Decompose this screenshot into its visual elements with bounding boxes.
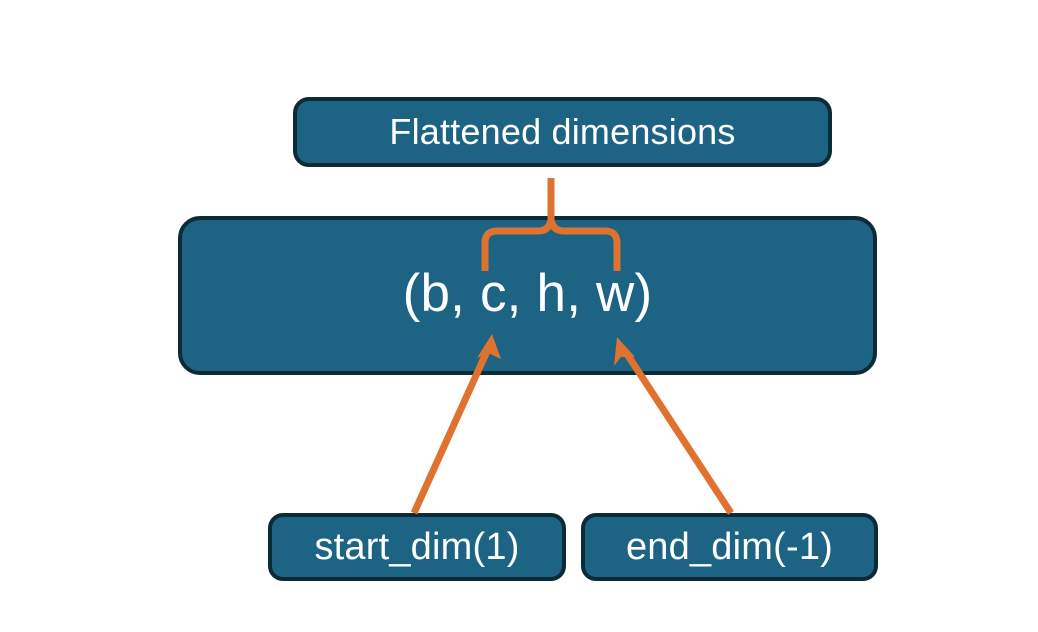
end-dim-arrow [614, 337, 734, 515]
start-dim-arrow [410, 334, 501, 515]
curly-brace-connector [481, 178, 621, 271]
